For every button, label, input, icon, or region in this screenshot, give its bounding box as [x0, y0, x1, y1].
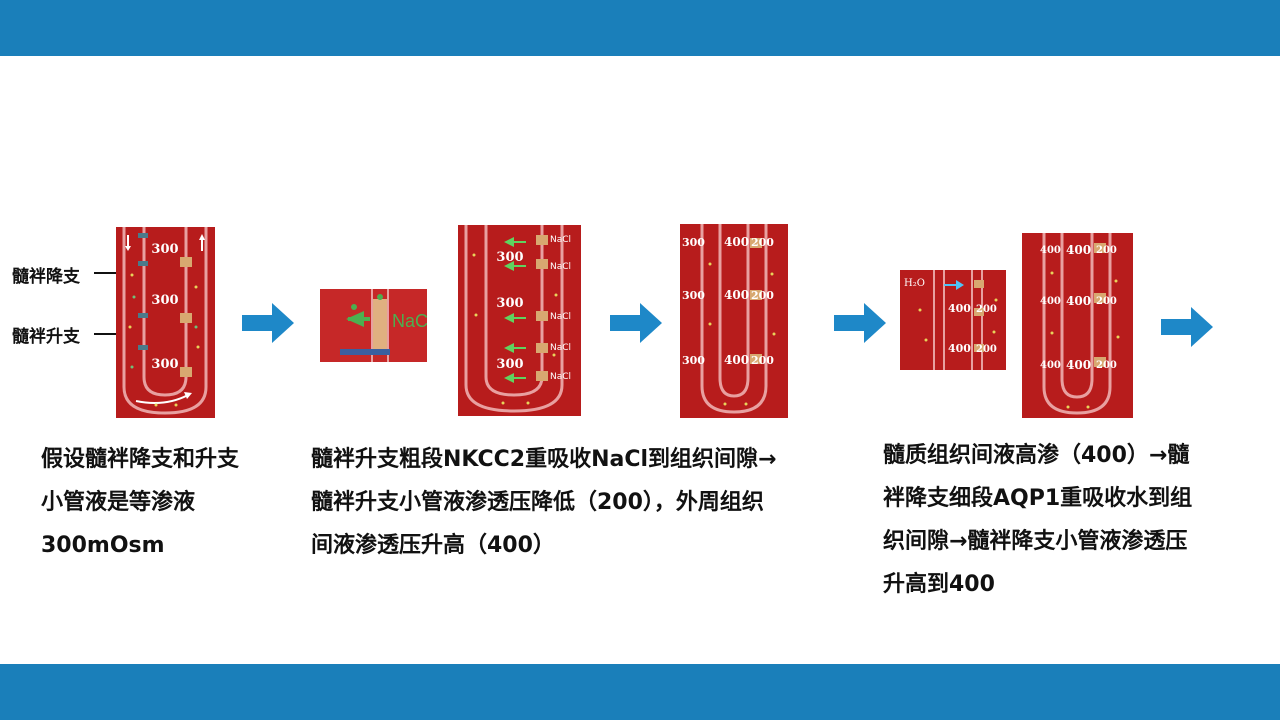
row3-interstitial: 400 — [724, 353, 749, 367]
row1-interstitial: 400 — [724, 235, 749, 249]
caption-line: 袢降支细段AQP1重吸收水到组 — [883, 486, 1193, 511]
right-arrow-icon — [1161, 307, 1213, 347]
caption-nacl-reabsorption: 髓袢升支粗段NKCC2重吸收NaCl到组织间隙→ 髓袢升支小管液渗透压降低（20… — [311, 438, 776, 567]
value-300-bottom: 300 — [151, 357, 178, 372]
descending-limb-leader — [94, 272, 132, 274]
row2-ascending: 200 — [976, 344, 997, 355]
caption-line: 间液渗透压升高（400） — [311, 533, 555, 558]
caption-isosmotic: 假设髓袢降支和升支 小管液是等渗液 300mOsm — [41, 438, 239, 567]
svg-text:NaCl: NaCl — [550, 343, 571, 353]
panel-nkcc2-zoom: NaCl — [320, 289, 427, 362]
h2o-label: H₂O — [904, 278, 925, 289]
right-arrow-icon — [610, 303, 662, 343]
panel-nacl-reabsorption: NaCl NaCl NaCl NaCl NaCl 300 300 300 — [458, 225, 581, 416]
caption-line: 小管液是等渗液 — [41, 490, 196, 515]
descending-limb-label: 髓袢降支 — [12, 267, 80, 287]
row1-interstitial: 400 — [948, 302, 971, 315]
ascending-limb-label: 髓袢升支 — [12, 327, 80, 347]
row2-interstitial: 400 — [948, 342, 971, 355]
nacl-label: NaCl — [550, 262, 571, 272]
panel-gradient-400-400-200: 400 400 200 400 400 200 400 400 200 — [1022, 233, 1133, 418]
value-300-bottom: 300 — [496, 357, 523, 372]
row3-descending: 400 — [1040, 360, 1061, 371]
value-300-mid: 300 — [496, 296, 523, 311]
row2-descending: 400 — [1040, 296, 1061, 307]
row2-ascending: 200 — [1096, 296, 1117, 307]
caption-line: 髓袢升支粗段NKCC2重吸收NaCl到组织间隙→ — [311, 447, 777, 472]
row1-descending: 400 — [1040, 245, 1061, 256]
row1-ascending: 200 — [751, 236, 774, 249]
caption-line: 假设髓袢降支和升支 — [41, 447, 240, 472]
row2-descending: 300 — [682, 289, 705, 302]
row3-ascending: 200 — [1096, 360, 1117, 371]
svg-text:NaCl: NaCl — [550, 372, 571, 382]
caption-line: 髓质组织间液高渗（400）→髓 — [883, 443, 1190, 468]
caption-line: 300mOsm — [41, 533, 165, 558]
row2-interstitial: 400 — [724, 288, 749, 302]
nacl-label-large: NaCl — [392, 311, 427, 331]
svg-text:NaCl: NaCl — [550, 235, 571, 245]
row2-interstitial: 400 — [1066, 294, 1091, 308]
panel-water-reabsorption: H₂O 400 200 400 200 — [900, 270, 1006, 370]
row1-interstitial: 400 — [1066, 243, 1091, 257]
row3-ascending: 200 — [751, 354, 774, 367]
right-arrow-icon — [242, 303, 294, 343]
row1-ascending: 200 — [1096, 245, 1117, 256]
right-arrow-icon — [834, 303, 886, 343]
row1-descending: 300 — [682, 236, 705, 249]
row2-ascending: 200 — [751, 289, 774, 302]
value-300-top: 300 — [496, 250, 523, 265]
panel-isosmotic: 300 300 300 — [116, 227, 215, 418]
row1-ascending: 200 — [976, 304, 997, 315]
row3-interstitial: 400 — [1066, 358, 1091, 372]
caption-line: 髓袢升支小管液渗透压降低（200），外周组织 — [311, 490, 764, 515]
caption-water-reabsorption: 髓质组织间液高渗（400）→髓 袢降支细段AQP1重吸收水到组 织间隙→髓袢降支… — [883, 434, 1192, 606]
svg-text:NaCl: NaCl — [550, 312, 571, 322]
bottom-banner — [0, 664, 1280, 720]
value-300-mid: 300 — [151, 293, 178, 308]
top-banner — [0, 0, 1280, 56]
panel-gradient-300-400-200: 300 400 200 300 400 200 300 400 200 — [680, 224, 788, 418]
caption-line: 升高到400 — [883, 572, 995, 597]
row3-descending: 300 — [682, 354, 705, 367]
caption-line: 织间隙→髓袢降支小管液渗透压 — [883, 529, 1188, 554]
value-300-top: 300 — [151, 242, 178, 257]
